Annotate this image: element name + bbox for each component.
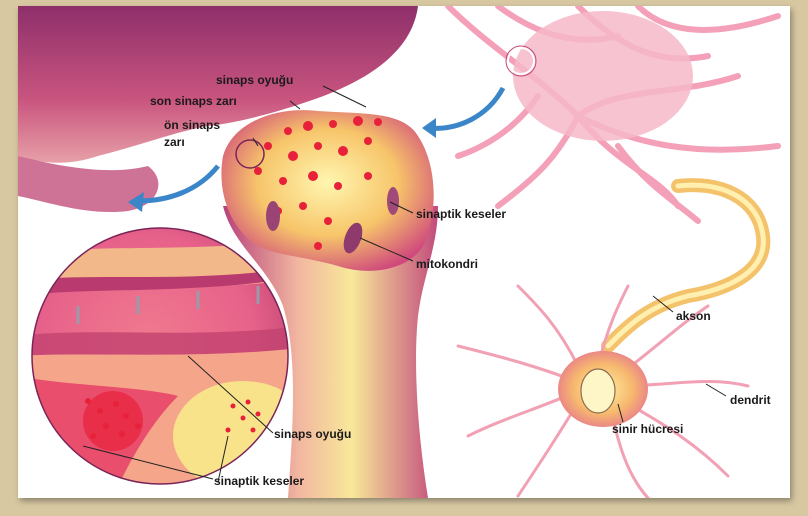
label-mitokondri: mitokondri — [416, 257, 478, 271]
arrow-to-synapse — [428, 88, 503, 128]
upper-neuron-body — [513, 11, 693, 141]
label-sinaptik-keseler-right: sinaptik keseler — [416, 207, 506, 221]
small-neuron-nucleus — [581, 369, 615, 413]
label-on-sinaps-line1: ön sinaps — [164, 118, 220, 132]
synapse-illustration: sinaps oyuğu son sinaps zarı ön sinaps z… — [18, 6, 790, 498]
label-sinaptik-keseler-bottom: sinaptik keseler — [214, 474, 304, 488]
label-sinaps-oyugu-bottom: sinaps oyuğu — [274, 427, 351, 441]
label-dendrit: dendrit — [730, 393, 771, 407]
mitochondrion — [266, 201, 280, 231]
label-akson: akson — [676, 309, 711, 323]
label-sinaps-oyugu-top: sinaps oyuğu — [216, 73, 293, 87]
label-on-sinaps-line2: zarı — [164, 135, 185, 149]
label-sinir-hucresi: sinir hücresi — [612, 422, 683, 436]
label-son-sinaps-zari: son sinaps zarı — [150, 94, 237, 108]
mitochondrion — [387, 187, 399, 215]
diagram-frame: sinaps oyuğu son sinaps zarı ön sinaps z… — [18, 6, 790, 498]
